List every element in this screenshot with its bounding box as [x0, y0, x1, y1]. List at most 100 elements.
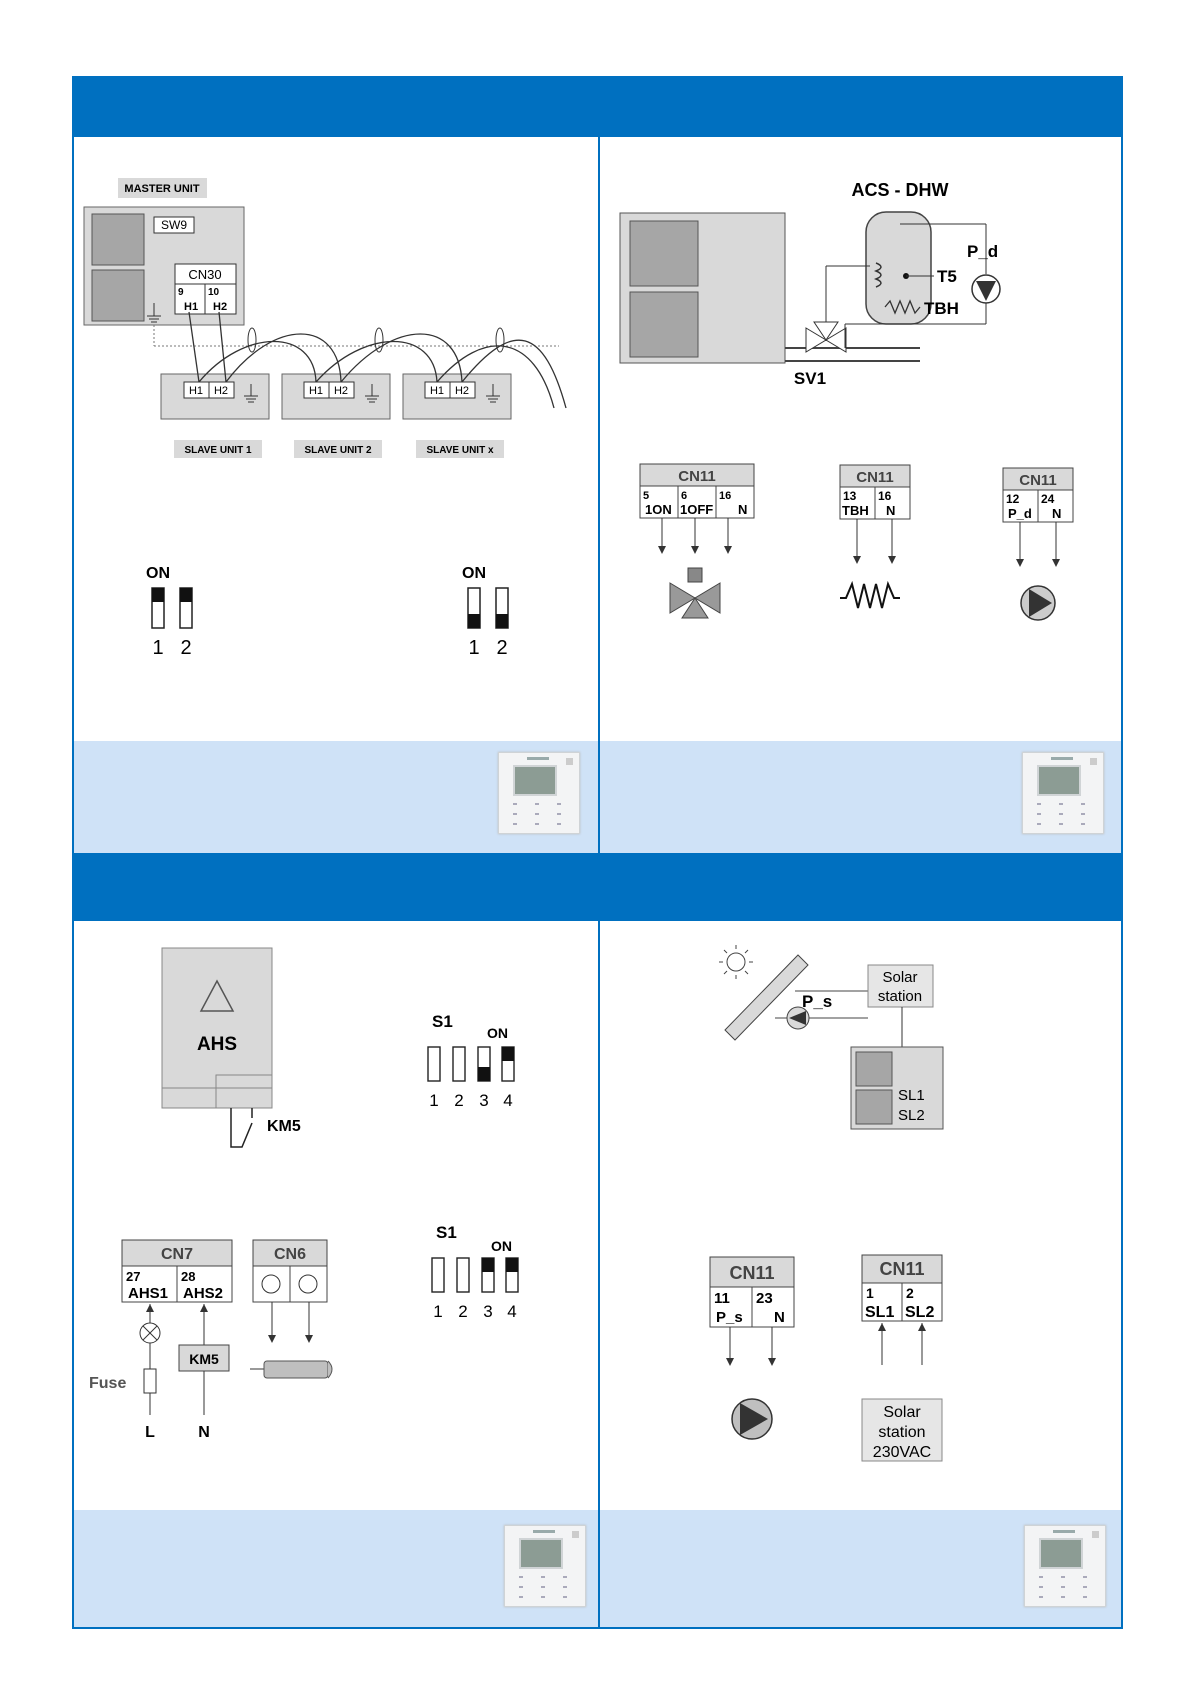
svg-text:1OFF: 1OFF: [680, 502, 713, 517]
panel-header: [600, 78, 1121, 137]
svg-text:N: N: [738, 502, 747, 517]
dhw-diagram: ACS - DHW T5 TBH SV1 P_d CN11 5 6: [619, 180, 1074, 621]
fuse-icon: [143, 1368, 157, 1394]
ahs-unit: [161, 947, 273, 1109]
sl1-label: SL1: [898, 1087, 925, 1104]
panel-header: [74, 78, 598, 137]
pin-h1: H1: [184, 301, 198, 313]
dhw-tank: [865, 211, 932, 325]
sl2-label: SL2: [898, 1107, 925, 1124]
sw9-switch: [153, 216, 195, 234]
slave-unit-x-label: SLAVE UNIT x: [426, 445, 493, 456]
svg-text:27: 27: [126, 1269, 140, 1284]
svg-text:3: 3: [483, 1302, 492, 1321]
acs-dhw-label: ACS - DHW: [852, 180, 949, 200]
panel-dhw: ACS - DHW T5 TBH SV1 P_d CN11 5 6: [598, 76, 1123, 855]
svg-text:CN11: CN11: [678, 468, 716, 485]
cn7-terminal: CN7 27 28 AHS1 AHS2: [121, 1239, 233, 1303]
slave1-h2: H2: [214, 385, 228, 397]
l-label: L: [145, 1424, 155, 1441]
svg-text:Solar: Solar: [883, 1404, 921, 1421]
slave2-h1: H1: [309, 385, 323, 397]
tbh-label: TBH: [924, 299, 959, 318]
svg-text:4: 4: [503, 1091, 512, 1110]
solar-station-line2: station: [878, 988, 922, 1005]
panel-ahs: AHS KM5 S1 ON 1 2 3 4 CN7 27 28 AHS1 AH: [72, 853, 600, 1629]
pin-9: 9: [178, 287, 184, 298]
svg-text:S1: S1: [432, 1012, 453, 1031]
solar-diagram: P_s Solar station SL1 SL2 CN11 11 23 P_s…: [709, 945, 944, 1462]
svg-text:CN7: CN7: [161, 1246, 193, 1263]
wired-controller-image: [504, 1525, 586, 1607]
cn11-tbh-block: CN11 13 16 TBH N: [839, 464, 911, 609]
svg-text:16: 16: [878, 489, 892, 503]
s1-dip-switch-lower: S1 ON 1 2 3 4: [431, 1223, 519, 1321]
pd-label: P_d: [967, 242, 998, 261]
svg-text:1: 1: [866, 1285, 874, 1301]
panel-header: [74, 855, 598, 921]
n-label: N: [198, 1424, 210, 1441]
wired-controller-image: [1024, 1525, 1106, 1607]
svg-text:AHS1: AHS1: [128, 1285, 168, 1302]
cn11-valve-block: CN11 5 6 16 1ON 1OFF N: [639, 463, 755, 619]
cn11-ps-block: CN11 11 23 P_s N: [709, 1256, 795, 1440]
svg-text:S1: S1: [436, 1223, 457, 1242]
svg-text:2: 2: [496, 637, 507, 659]
svg-text:SL2: SL2: [905, 1304, 934, 1321]
svg-text:230VAC: 230VAC: [873, 1444, 931, 1461]
ps-label: P_s: [802, 992, 832, 1011]
slave2-h2: H2: [334, 385, 348, 397]
svg-text:2: 2: [906, 1285, 914, 1301]
svg-text:1ON: 1ON: [645, 502, 672, 517]
cascade-diagram: MASTER UNIT SW9 CN30 9 10 H1 H2 H1 H2 H1…: [83, 178, 567, 659]
cn30-label: CN30: [188, 267, 221, 282]
svg-text:ON: ON: [462, 565, 486, 582]
svg-text:6: 6: [681, 490, 687, 502]
svg-text:AHS2: AHS2: [183, 1285, 223, 1302]
slavex-h1: H1: [430, 385, 444, 397]
svg-text:11: 11: [714, 1290, 730, 1307]
svg-text:4: 4: [507, 1302, 516, 1321]
pin-10: 10: [208, 287, 220, 298]
panel-cascade: MASTER UNIT SW9 CN30 9 10 H1 H2 H1 H2 H1…: [72, 76, 600, 855]
svg-text:ON: ON: [487, 1025, 508, 1041]
dip-switch-master: ON 1 2: [146, 565, 193, 659]
slave-unit-1-label: SLAVE UNIT 1: [184, 445, 251, 456]
km5-box-label: KM5: [189, 1351, 219, 1367]
km5-contactor: [178, 1344, 230, 1372]
svg-text:CN11: CN11: [1019, 472, 1057, 489]
svg-text:TBH: TBH: [842, 503, 869, 518]
svg-text:28: 28: [181, 1269, 195, 1284]
slavex-h2: H2: [455, 385, 469, 397]
tbh-heater-icon: [884, 299, 921, 315]
svg-text:1: 1: [433, 1302, 442, 1321]
dip-switch-slave: ON 1 2: [462, 565, 509, 659]
svg-text:2: 2: [458, 1302, 467, 1321]
svg-text:12: 12: [1006, 492, 1020, 506]
t5-label: T5: [937, 267, 957, 286]
s1-dip-switch-upper: S1 ON 1 2 3 4: [427, 1012, 515, 1110]
master-unit-label-box: [118, 178, 207, 198]
svg-text:P_s: P_s: [716, 1309, 743, 1326]
svg-text:2: 2: [180, 637, 191, 659]
sun-icon: [719, 945, 753, 979]
master-unit-label: MASTER UNIT: [124, 183, 199, 195]
slave-unit-2-label: SLAVE UNIT 2: [304, 445, 371, 456]
wired-controller-image: [1022, 752, 1104, 834]
sw9-label: SW9: [161, 218, 187, 232]
svg-text:N: N: [1052, 506, 1061, 521]
sv1-valve-icon: [805, 327, 827, 353]
svg-text:1: 1: [429, 1091, 438, 1110]
solar-collector: [724, 954, 809, 1041]
panel-header: [600, 855, 1121, 921]
svg-text:ON: ON: [491, 1238, 512, 1254]
pin-h2: H2: [213, 301, 227, 313]
panel-solar: P_s Solar station SL1 SL2 CN11 11 23 P_s…: [598, 853, 1123, 1629]
svg-text:13: 13: [843, 489, 857, 503]
svg-text:CN6: CN6: [274, 1246, 306, 1263]
cn11-sl-block: CN11 1 2 SL1 SL2 Solar station 230VAC: [861, 1254, 943, 1462]
wired-controller-image: [498, 752, 580, 834]
svg-text:CN11: CN11: [879, 1259, 924, 1279]
svg-text:1: 1: [468, 637, 479, 659]
svg-text:CN11: CN11: [729, 1263, 774, 1283]
